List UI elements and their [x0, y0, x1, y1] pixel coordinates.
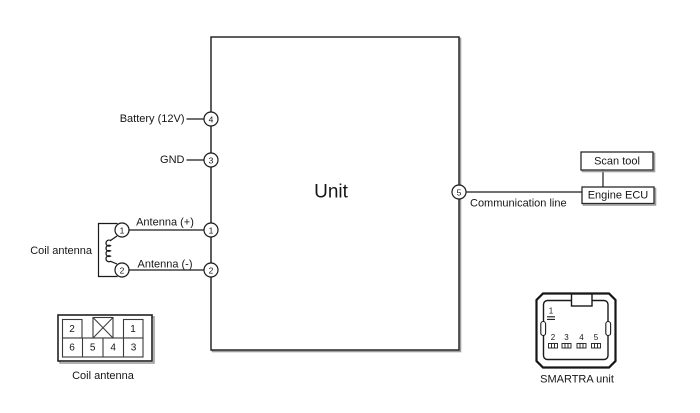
- scan-tool-label: Scan tool: [594, 156, 640, 168]
- smartra-pin-4-slot: [576, 343, 587, 349]
- coil-connector-pin-1: 1: [130, 324, 136, 335]
- pin-circle-2: [203, 262, 219, 278]
- pin-circle-1: [203, 222, 219, 238]
- blocked-cell-diagonal-2: [92, 317, 114, 339]
- coil-pin-circle-2: [114, 262, 130, 278]
- pin-number-1: 1: [209, 226, 214, 236]
- smartra-pin-1-number: 1: [549, 307, 554, 316]
- smartra-pin-5-slot: [591, 343, 601, 349]
- communication-line-label: Communication line: [470, 198, 567, 210]
- battery-label: Battery (12V): [120, 113, 185, 125]
- scan-tool-box: [580, 151, 654, 171]
- coil-pin-number-1: 1: [120, 226, 125, 236]
- smartra-pin-2-slot: [548, 343, 558, 349]
- engine-ecu-box: [581, 186, 655, 205]
- coil-antenna-symbol-label: Coil antenna: [30, 245, 93, 257]
- smartra-pin-4-number: 4: [579, 333, 584, 342]
- gnd-label: GND: [160, 154, 185, 166]
- pin-number-2: 2: [209, 266, 214, 276]
- antenna-plus-label: Antenna (+): [136, 217, 194, 229]
- pin-number-5: 5: [457, 188, 462, 198]
- unit-label: Unit: [314, 182, 349, 203]
- unit-box: [210, 36, 460, 351]
- pin-circle-3: [203, 152, 219, 168]
- coil-pin-circle-1: [114, 222, 130, 238]
- smartra-connector-label: SMARTRA unit: [540, 374, 614, 386]
- coil-pin-number-2: 2: [120, 266, 125, 276]
- antenna-minus-label: Antenna (-): [137, 259, 192, 271]
- coil-connector-pin-2: 2: [69, 324, 75, 335]
- smartra-pin-3-number: 3: [564, 333, 569, 342]
- smartra-pin-3-slot: [561, 343, 572, 349]
- coil-connector-label: Coil antenna: [72, 370, 135, 382]
- smartra-left-latch: [540, 320, 547, 337]
- smartra-pin-2-number: 2: [551, 333, 556, 342]
- coil-connector-pin-5: 5: [90, 343, 96, 354]
- pin-number-3: 3: [209, 156, 214, 166]
- pin-circle-4: [203, 111, 219, 127]
- pin-number-4: 4: [209, 115, 214, 125]
- smartra-pin-slots: [548, 343, 601, 349]
- smartra-pin-5-number: 5: [594, 333, 599, 342]
- coil-bracket: [97, 222, 118, 278]
- coil-inductor-symbol: [105, 235, 118, 265]
- pin-circle-5: [451, 184, 467, 200]
- coil-connector-pin-6: 6: [69, 343, 75, 354]
- smartra-connector-key-tab: [570, 293, 593, 307]
- coil-connector-pin-3: 3: [131, 343, 137, 354]
- smartra-right-latch: [605, 320, 612, 337]
- coil-connector-pin-4: 4: [110, 343, 116, 354]
- engine-ecu-label: Engine ECU: [588, 190, 649, 202]
